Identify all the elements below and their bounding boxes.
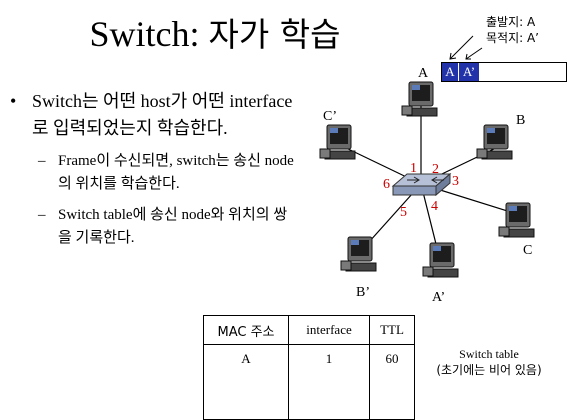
bullet-sub-1: – Frame이 수신되면, switch는 송신 node의 위치를 학습한다… (10, 150, 300, 196)
caption-line-2: (초기에는 비어 있음) (436, 363, 542, 377)
table-header-row: MAC 주소 interface TTL (203, 315, 415, 345)
computer-icon (476, 124, 513, 160)
bullet-dot-icon: • (10, 91, 17, 111)
frame-header-labels: 출발지: A 목적지: A’ (486, 14, 539, 46)
computer-icon (340, 236, 377, 272)
port-label-4: 4 (431, 199, 438, 214)
bullet-main: • Switch는 어떤 host가 어떤 interface로 입력되었는지 … (10, 88, 300, 142)
computer-icon (401, 81, 438, 117)
frame-pointer-arrows (449, 35, 483, 60)
port-label-5: 5 (400, 205, 407, 220)
title-english: Switch: (89, 14, 200, 54)
arrowhead-icon (465, 53, 471, 60)
arrow-to-source (449, 35, 474, 60)
frame: A A’ (441, 62, 567, 82)
frame-source-cell: A (442, 63, 458, 81)
switch-table: MAC 주소 interface TTL A 1 60 (203, 315, 415, 420)
table-row: A 1 60 (203, 344, 415, 420)
switch (391, 172, 452, 197)
bullet-main-text: Switch는 어떤 host가 어떤 interface로 입력되었는지 학습… (32, 91, 293, 138)
computer-icon (498, 202, 535, 238)
dash-icon: – (38, 207, 46, 223)
frame-source-label: 출발지: A (486, 15, 536, 29)
page-title: Switch: 자가 학습 (0, 8, 430, 56)
cell-ttl: 60 (369, 344, 415, 420)
host-labels: A B C A’ B’ C’ (323, 66, 532, 305)
bullet-sub-1-text: Frame이 수신되면, switch는 송신 node의 위치를 학습한다. (58, 153, 294, 192)
host-label-b: B (516, 113, 525, 128)
cell-mac: A (203, 344, 289, 420)
title-korean: 자가 학습 (208, 15, 341, 54)
port-label-2: 2 (432, 162, 439, 177)
host-label-b-prime: B’ (356, 285, 370, 300)
arrow-to-destination (465, 47, 483, 60)
arrowhead-icon (449, 52, 457, 60)
host-label-a: A (418, 66, 429, 81)
cell-interface: 1 (288, 344, 370, 420)
dash-icon: – (38, 153, 46, 169)
caption-line-1: Switch table (459, 347, 519, 361)
port-labels: 1 2 3 4 5 6 (383, 161, 459, 220)
header-interface: interface (288, 315, 370, 345)
frame-destination-cell: A’ (459, 63, 479, 81)
port-label-3: 3 (452, 174, 459, 189)
host-label-a-prime: A’ (432, 290, 445, 305)
port-label-1: 1 (410, 161, 417, 176)
table-caption: Switch table (초기에는 비어 있음) (404, 346, 572, 378)
bullet-sub-2: – Switch table에 송신 node와 위치의 쌍을 기록한다. (10, 204, 300, 250)
host-label-c-prime: C’ (323, 109, 337, 124)
bullet-list: • Switch는 어떤 host가 어떤 interface로 입력되었는지 … (10, 88, 300, 250)
computer-icon (319, 124, 356, 160)
bullet-sub-2-text: Switch table에 송신 node와 위치의 쌍을 기록한다. (58, 207, 288, 246)
frame-destination-label: 목적지: A’ (486, 31, 540, 45)
computer-icon (422, 242, 459, 278)
header-mac: MAC 주소 (203, 315, 289, 345)
host-label-c: C (523, 243, 532, 258)
port-label-6: 6 (383, 177, 390, 192)
header-ttl: TTL (369, 315, 415, 345)
